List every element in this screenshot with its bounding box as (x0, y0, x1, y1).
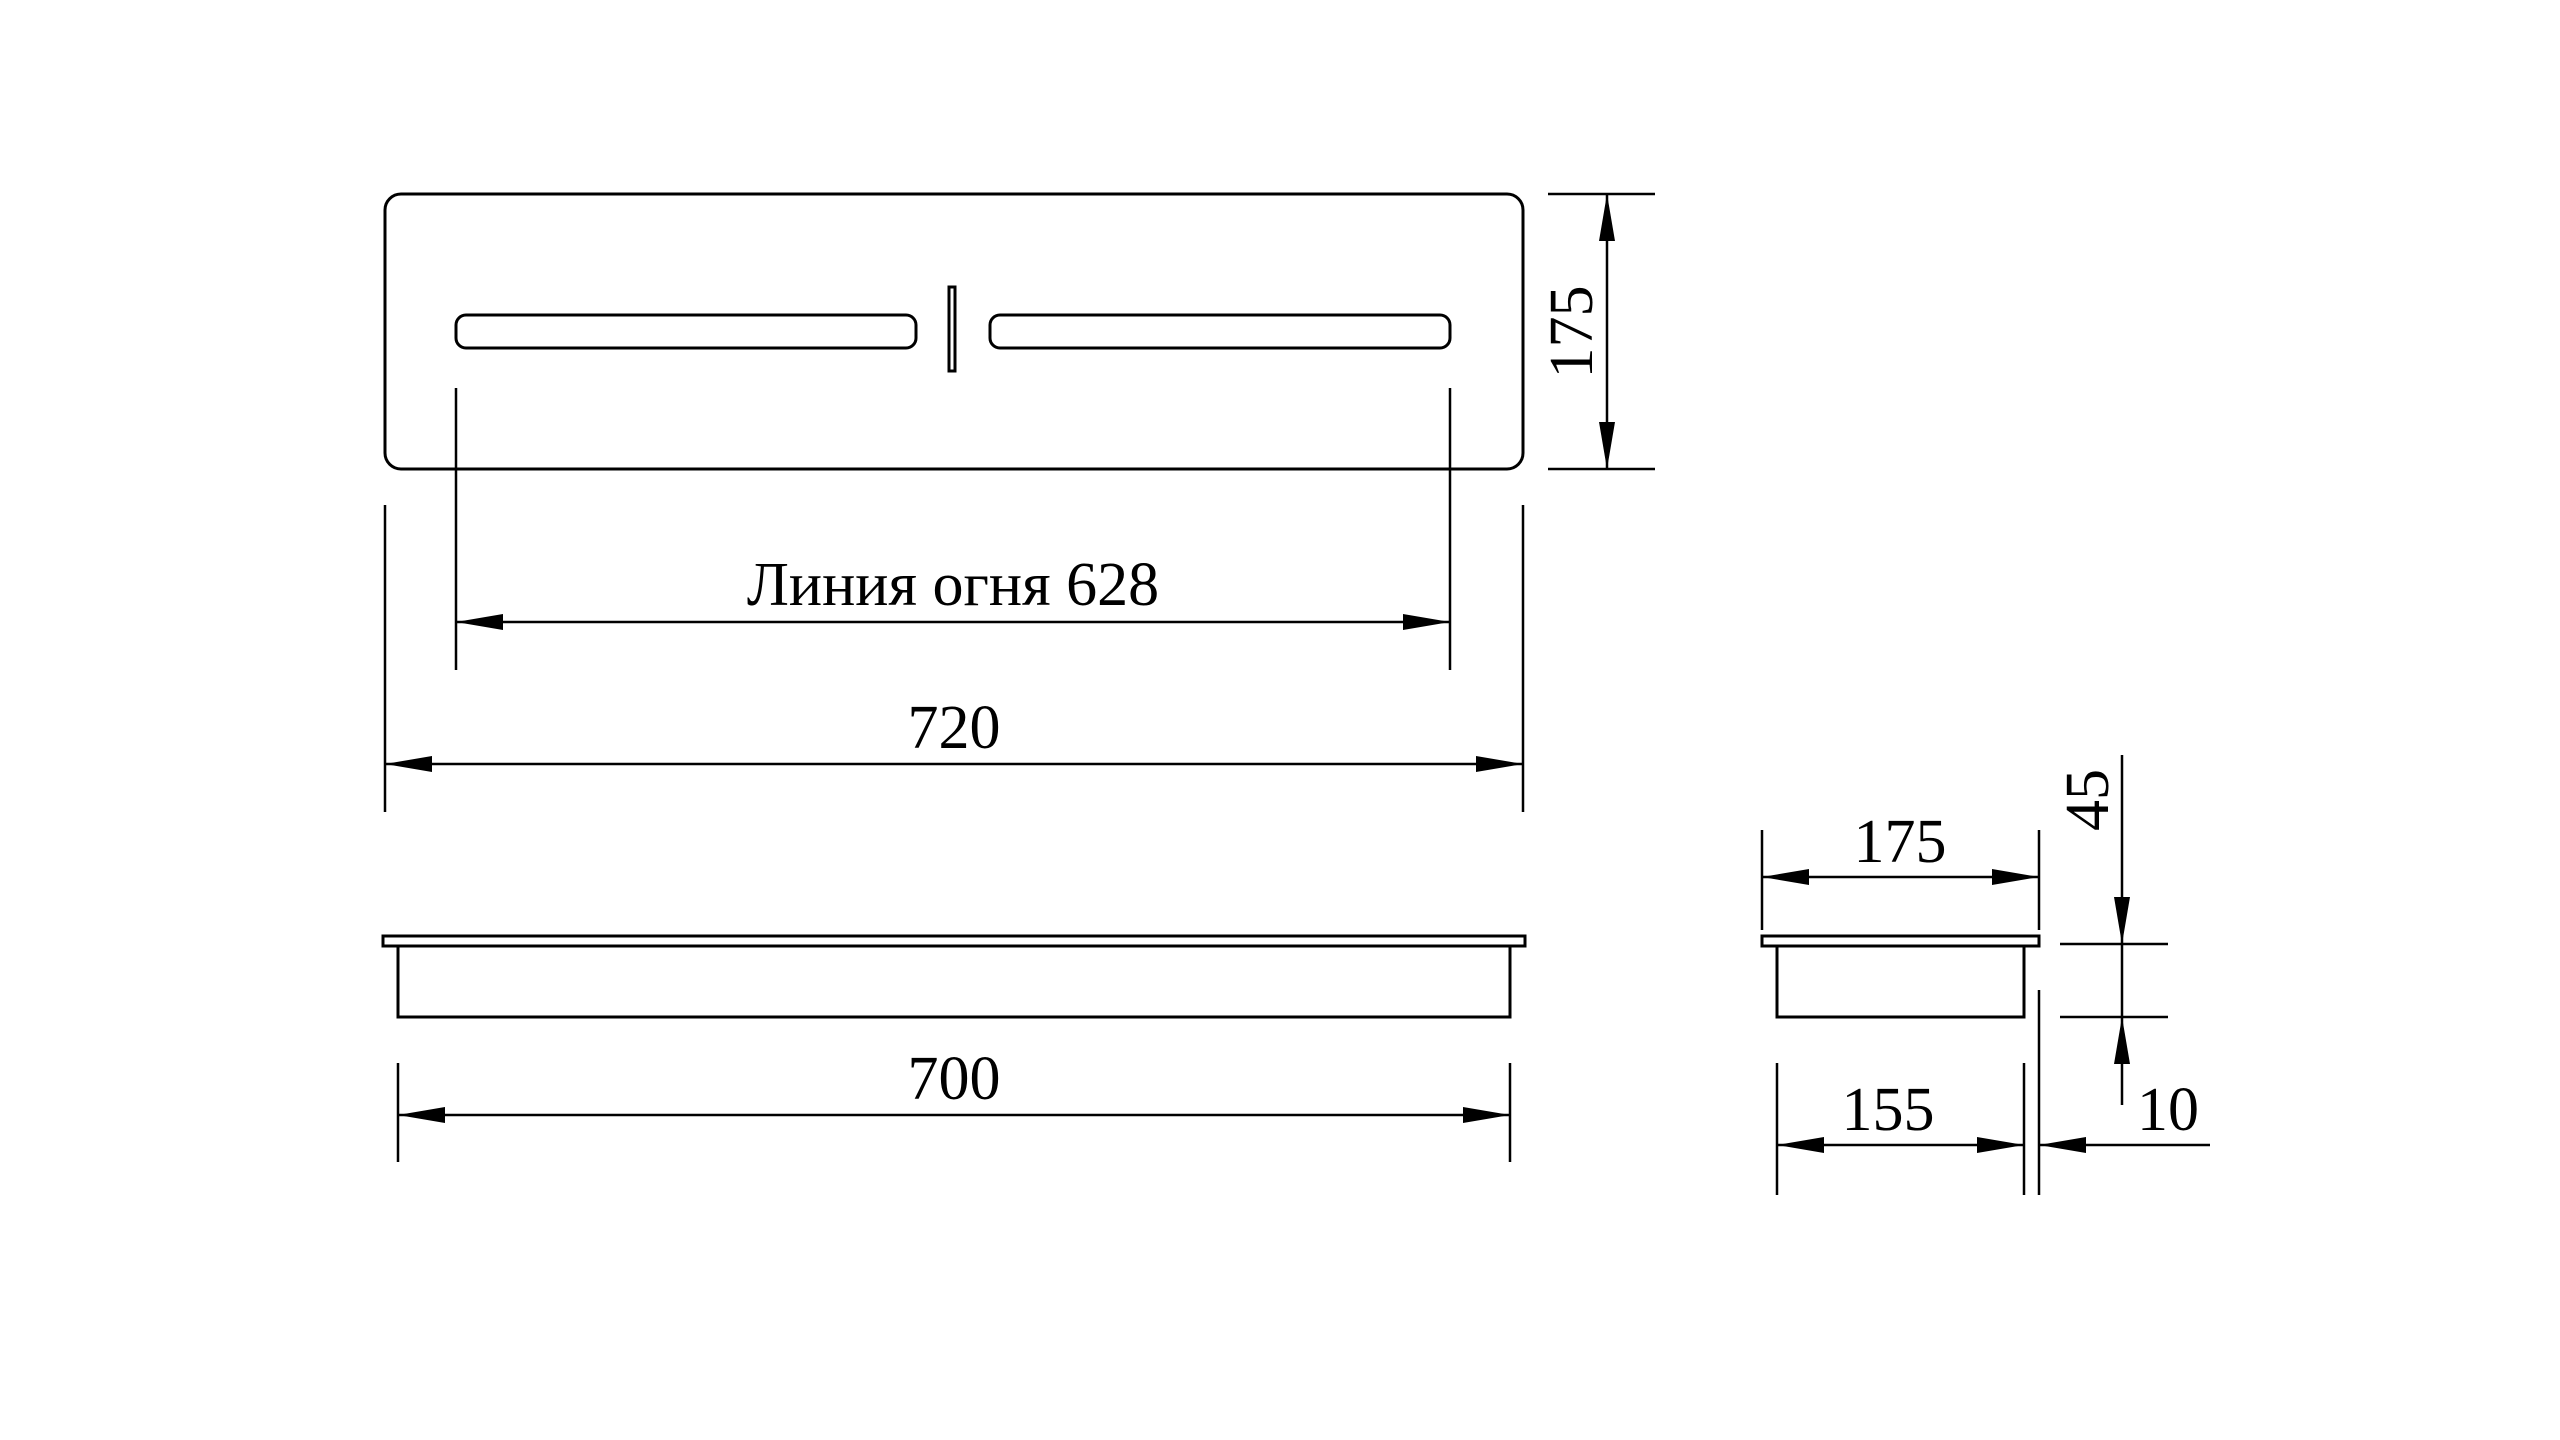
depth-label: 175 (1538, 286, 1606, 379)
arrowhead-left (456, 614, 503, 630)
arrowhead-left (1777, 1137, 1824, 1153)
arrowhead-up (1599, 194, 1615, 241)
top-plate-outline (383, 192, 1525, 471)
side-flange-label: 10 (2137, 1076, 2199, 1144)
arrowhead-down (1599, 422, 1615, 469)
arrowhead-left (398, 1107, 445, 1123)
burner-slot-right (988, 313, 1452, 350)
arrowhead-right (1463, 1107, 1510, 1123)
side-body (1775, 944, 2026, 1019)
side-bottom-width-label: 155 (1842, 1076, 1935, 1144)
front-width-label: 700 (908, 1045, 1001, 1113)
fire-line-label: Линия огня 628 (747, 551, 1159, 619)
arrowhead-left (1762, 869, 1809, 885)
arrowhead-up (2114, 1017, 2130, 1064)
arrowhead-left (2039, 1137, 2086, 1153)
front-body (396, 944, 1512, 1019)
arrowhead-down (2114, 897, 2130, 944)
arrowhead-left (385, 756, 432, 772)
arrowhead-right (1992, 869, 2039, 885)
top-view: Линия огня 628 720 175 (383, 192, 1655, 812)
arrowhead-right (1403, 614, 1450, 630)
burner-slot-left (454, 313, 918, 350)
side-view: 175 45 155 10 (1760, 755, 2210, 1195)
side-top-width-label: 175 (1854, 808, 1947, 876)
side-height-label: 45 (2054, 769, 2122, 831)
arrowhead-right (1977, 1137, 2024, 1153)
width-label: 720 (908, 694, 1001, 762)
arrowhead-right (1476, 756, 1523, 772)
center-divider (947, 285, 957, 373)
front-view: 700 (381, 934, 1527, 1162)
